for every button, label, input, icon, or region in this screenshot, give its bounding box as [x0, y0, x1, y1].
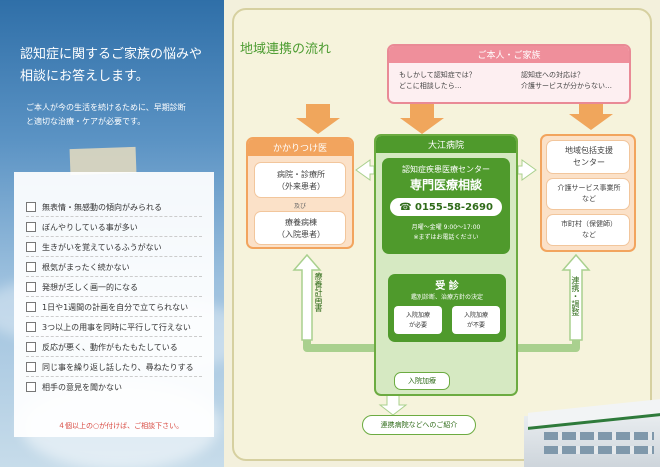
exam-box: 受 診 鑑別診断、治療方針の決定 入院加療 が必要 入院加療 が不要 — [388, 274, 506, 342]
kakaritsuke-header: かかりつけ医 — [248, 139, 352, 156]
left-sub-line2: と適切な治療・ケアが必要です。 — [26, 117, 146, 126]
phone-number[interactable]: ☎ 0155-58-2690 — [390, 198, 502, 216]
family-q2-line1: 認知症への対応は？ — [521, 71, 584, 79]
checklist-item[interactable]: ぼんやりしている事が多い — [26, 220, 138, 234]
tape-decoration — [69, 146, 137, 176]
family-box: ご本人・ご家族 もしかして認知症では？ どこに相談したら… 認知症への対応は？ … — [387, 44, 631, 104]
support-box: 地域包括支援 センター 介護サービス事業所 など 市町村（保健師） など — [540, 134, 636, 252]
family-q1-line1: もしかして認知症では？ — [399, 71, 476, 79]
left-heading-line2: 相談にお答えします。 — [20, 69, 149, 84]
checkbox-icon[interactable] — [26, 202, 36, 212]
admission-box: 入院加療 — [394, 372, 450, 390]
consult-box: 認知症疾患医療センター 専門医療相談 ☎ 0155-58-2690 月曜～金曜 … — [382, 158, 510, 254]
arrow-down-right — [569, 104, 613, 130]
checkbox-icon[interactable] — [26, 222, 36, 232]
checklist-item[interactable]: 相手の意見を聞かない — [26, 380, 122, 394]
support-item1: 地域包括支援 センター — [546, 140, 630, 174]
left-sub-line1: ご本人が今の生活を続けるために、早期診断 — [26, 103, 186, 112]
need-admission: 入院加療 が必要 — [394, 306, 442, 334]
referral-box: 連携病院などへのご紹介 — [362, 415, 476, 435]
no-need-admission: 入院加療 が不要 — [452, 306, 500, 334]
family-q1-line2: どこに相談したら… — [399, 82, 462, 90]
support-item3: 市町村（保健師） など — [546, 214, 630, 246]
flow-panel: 地域連携の流れ ご本人・ご家族 もしかして認知症では？ どこに相談したら… 認知… — [224, 0, 660, 467]
checklist-item[interactable]: 生きがいを覚えているふうがない — [26, 240, 162, 254]
family-header: ご本人・ご家族 — [389, 46, 629, 63]
checklist-item[interactable]: 反応が悪く、動作がもたもたしている — [26, 340, 178, 354]
checklist-item[interactable]: 無表情・無感動の傾向がみられる — [26, 200, 162, 214]
hospital-header: 大江病院 — [376, 136, 516, 153]
checkbox-icon[interactable] — [26, 302, 36, 312]
checkbox-icon[interactable] — [26, 322, 36, 332]
left-vertical-label: 療養計画書 — [314, 272, 323, 312]
checkbox-icon[interactable] — [26, 242, 36, 252]
hospital-box: 大江病院 認知症疾患医療センター 専門医療相談 ☎ 0155-58-2690 月… — [374, 134, 518, 396]
flow-title: 地域連携の流れ — [240, 42, 332, 57]
checklist-item[interactable]: 発想が乏しく画一的になる — [26, 280, 138, 294]
checklist-paper: 無表情・無感動の傾向がみられる ぼんやりしている事が多い 生きがいを覚えているふ… — [14, 172, 214, 437]
family-q2-line2: 介護サービスが分からない… — [521, 82, 612, 90]
checkbox-icon[interactable] — [26, 382, 36, 392]
checklist-item[interactable]: 3つ以上の用事を同時に平行して行えない — [26, 320, 191, 334]
checklist-item[interactable]: 同じ事を繰り返し話したり、尋ねたりする — [26, 360, 194, 374]
checklist-item[interactable]: 1日や1週間の計画を自分で立てられない — [26, 300, 188, 314]
checkbox-icon[interactable] — [26, 362, 36, 372]
arrow-horizontal-left — [355, 159, 375, 181]
left-panel: 認知症に関するご家族の悩みや 相談にお答えします。 ご本人が今の生活を続けるため… — [0, 0, 224, 467]
arrow-horizontal-right — [517, 159, 537, 181]
hospital-building-image — [514, 386, 660, 467]
kakaritsuke-and: 及び — [293, 203, 306, 210]
kakaritsuke-item1: 病院・診療所 （外来患者） — [254, 162, 346, 198]
arrow-down-left — [296, 104, 340, 134]
kakaritsuke-item2: 療養病棟 （入院患者） — [254, 211, 346, 245]
checklist-footer-note: ４個以上の○が付けば、ご相談下さい。 — [58, 422, 184, 430]
support-item2: 介護サービス事業所 など — [546, 178, 630, 210]
kakaritsuke-box: かかりつけ医 病院・診療所 （外来患者） 及び 療養病棟 （入院患者） — [246, 137, 354, 249]
arrow-down-referral — [378, 394, 408, 416]
left-heading-line1: 認知症に関するご家族の悩みや — [20, 47, 203, 62]
checkbox-icon[interactable] — [26, 342, 36, 352]
right-vertical-label: 連携・調整 — [571, 276, 580, 316]
checkbox-icon[interactable] — [26, 262, 36, 272]
arrow-down-center — [400, 104, 444, 134]
checklist-item[interactable]: 根気がまったく続かない — [26, 260, 130, 274]
checkbox-icon[interactable] — [26, 282, 36, 292]
